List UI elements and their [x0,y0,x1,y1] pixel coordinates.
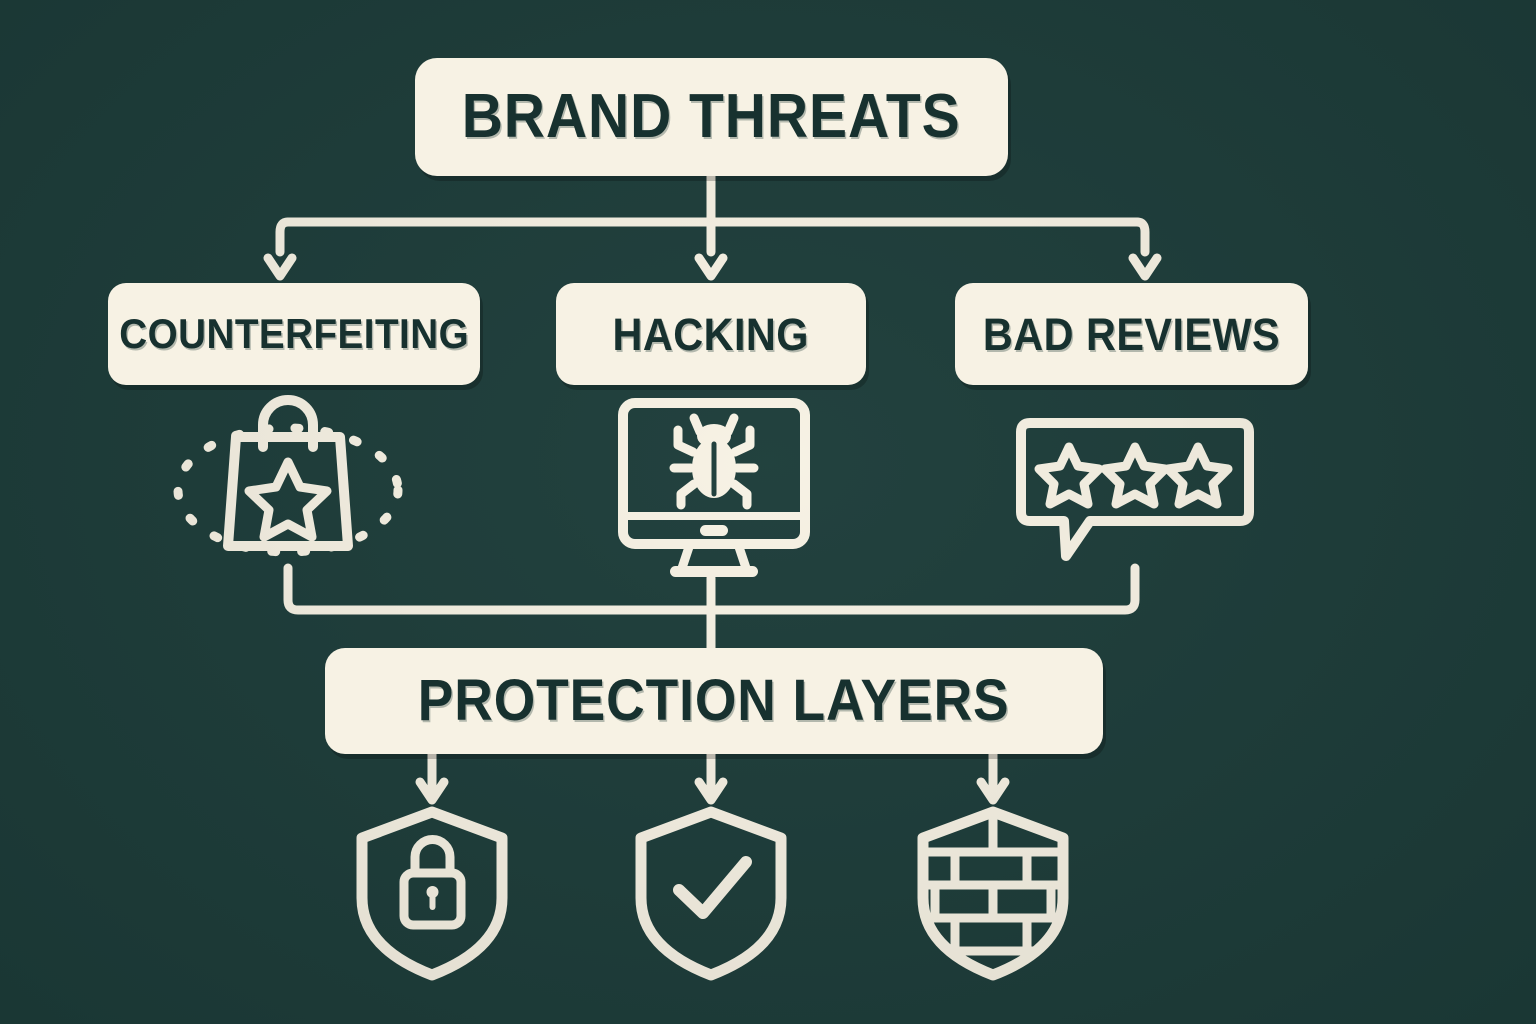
padlock-body [399,868,466,930]
star-glyph [244,457,332,542]
node-label-counterfeiting: COUNTERFEITING [119,310,469,357]
arrowhead-bad-reviews [1128,253,1162,281]
monitor-power-led [700,525,728,536]
edge-branch-right-corner [1132,217,1150,257]
node-label-hacking: HACKING [612,308,810,360]
bug-glyph [669,413,759,510]
node-hacking[interactable]: HACKING [556,283,866,385]
dashed-ellipse [173,423,403,557]
node-brand-threats[interactable]: BRAND THREATS [415,58,1008,176]
arrowhead-shield-check [694,777,728,805]
node-label-protection-layers: PROTECTION LAYERS [418,668,1010,733]
shield-check-icon [635,806,787,981]
star-glyph-3 [1163,442,1233,509]
node-label-brand-threats: BRAND THREATS [462,82,961,151]
brick-pattern [923,813,1063,956]
speech-bubble-outline [1016,418,1254,561]
shield-outline [356,806,508,981]
shield-lock-icon [356,806,508,981]
monitor-screen [618,398,810,549]
arrowhead-counterfeiting [263,253,297,281]
checkmark-glyph [673,856,752,919]
padlock-shackle [410,835,455,873]
bug-antennae [689,413,739,437]
shield-brick-wall-icon [917,806,1069,981]
star-glyph-2 [1100,442,1170,509]
shield-outline [917,806,1069,981]
node-protection-layers[interactable]: PROTECTION LAYERS [325,648,1103,754]
shield-outline [635,806,787,981]
bag-body [223,432,353,551]
node-bad-reviews[interactable]: BAD REVIEWS [955,283,1308,385]
arrowhead-shield-lock [415,777,449,805]
shopping-bag-star-dashed-icon [173,395,403,557]
edge-branch-left-corner [275,217,293,257]
star-glyph-1 [1034,442,1104,509]
node-label-bad-reviews: BAD REVIEWS [982,308,1281,360]
monitor-base [670,566,758,577]
monitor-stand-legs [677,539,751,573]
monitor-bug-icon [618,398,810,577]
bug-legs [669,425,759,510]
arrowhead-hacking [694,253,728,281]
node-counterfeiting[interactable]: COUNTERFEITING [108,283,480,385]
arrowhead-shield-firewall [976,777,1010,805]
bag-handle [258,395,318,452]
brick-joints [930,813,1056,956]
speech-bubble-three-stars-icon [1016,418,1254,561]
